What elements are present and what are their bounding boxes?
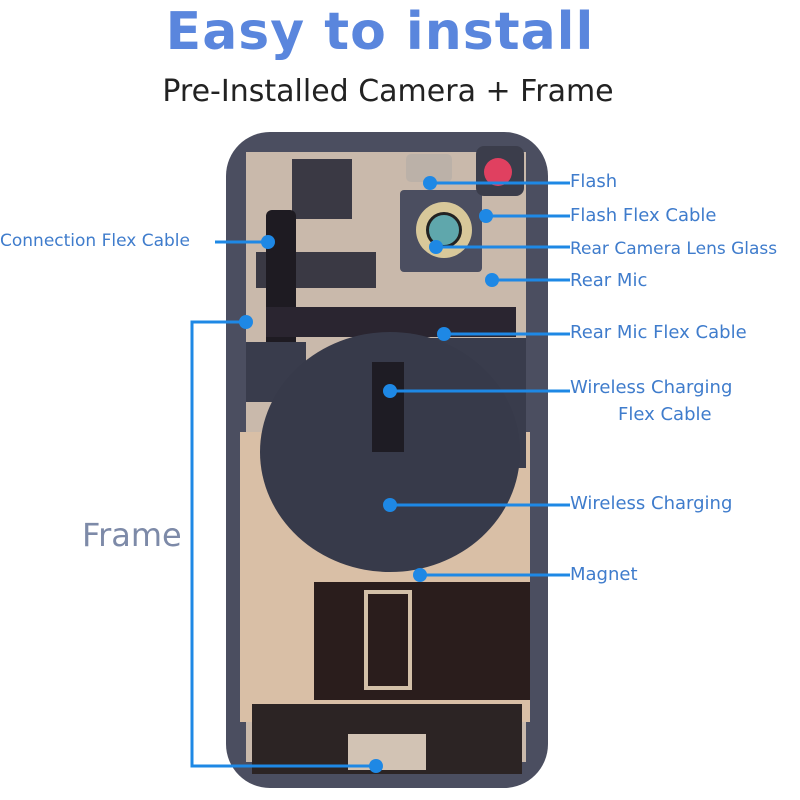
label-rear-mic: Rear Mic	[570, 270, 648, 291]
frame-dot-top	[239, 315, 253, 329]
label-flash: Flash	[570, 171, 618, 192]
label-flash-flex-cable: Flash Flex Cable	[570, 205, 717, 226]
magnet-dot	[413, 568, 427, 582]
phone-back-housing	[226, 132, 548, 788]
page-subtitle: Pre-Installed Camera + Frame	[162, 74, 614, 109]
page-title: Easy to install	[165, 2, 595, 62]
flash-dot	[423, 176, 437, 190]
bottom-bracket	[348, 734, 426, 770]
label-connection-flex-cable: Connection Flex Cable	[0, 231, 190, 251]
wc-flex-dot	[383, 384, 397, 398]
flash-flex-dot	[479, 209, 493, 223]
label-wireless-charging: Wireless Charging	[570, 493, 733, 514]
label-rear-mic-flex-cable: Rear Mic Flex Cable	[570, 322, 747, 343]
wireless-charging-dot	[383, 498, 397, 512]
wireless-charging-flex-cable	[372, 362, 404, 452]
label-wireless-charging-flex-1: Wireless Charging	[570, 377, 733, 398]
magnet-bracket	[364, 590, 412, 690]
black-pad-bottom	[314, 582, 530, 700]
rear-mic-flex-dot	[437, 327, 451, 341]
label-magnet: Magnet	[570, 564, 638, 585]
connection-flex-dot	[261, 235, 275, 249]
rear-mic-dot	[485, 273, 499, 287]
frame-leader	[190, 320, 376, 768]
frame-dot-bottom	[369, 759, 383, 773]
red-cap	[484, 158, 512, 186]
label-rear-camera-lens-glass: Rear Camera Lens Glass	[570, 239, 778, 259]
label-frame: Frame	[82, 516, 182, 554]
label-wireless-charging-flex-2: Flex Cable	[618, 404, 712, 425]
lens-glass-dot	[429, 240, 443, 254]
black-pad-top	[292, 159, 352, 219]
